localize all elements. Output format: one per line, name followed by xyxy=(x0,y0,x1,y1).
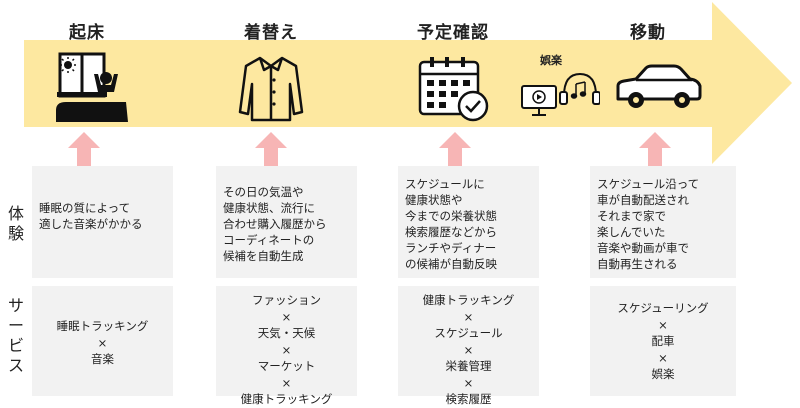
text-line: それまで家で xyxy=(597,209,666,223)
experience-text-wake: 睡眠の質によって 適した音楽がかかる xyxy=(32,166,173,232)
service-text-wake: 睡眠トラッキング × 音楽 xyxy=(32,286,173,368)
text-line: 自動再生される xyxy=(597,257,678,271)
side-label-service: サービス xyxy=(6,296,26,376)
experience-card-move: スケジュール沿って 車が自動配送され それまで家で 楽しんでいた 音楽や動画が車… xyxy=(590,166,736,278)
text-line: 栄養管理 xyxy=(445,359,492,373)
text-line: コーディネートの xyxy=(223,233,315,247)
text-line: スケジュール沿って xyxy=(597,177,700,191)
side-label-service-text: サービス xyxy=(7,296,24,375)
text-line: スケジュールに xyxy=(405,177,485,191)
text-line: × xyxy=(658,317,668,332)
text-line: 天気・天候 xyxy=(257,326,316,340)
stage-title-dress: 着替え xyxy=(244,23,298,43)
text-line: 健康状態や xyxy=(405,193,463,207)
side-label-experience-text: 体験 xyxy=(7,204,24,243)
service-text-dress: ファッション × 天気・天候 × マーケット × 健康トラッキング xyxy=(216,286,357,408)
text-line: 今までの栄養状態 xyxy=(405,209,497,223)
headphones-music-icon xyxy=(559,72,600,105)
up-arrow-move xyxy=(639,132,671,166)
text-line: 適した音楽がかかる xyxy=(39,217,143,231)
text-line: 検索履歴などから xyxy=(405,225,497,239)
text-line: スケジューリング xyxy=(617,301,709,315)
car-icon xyxy=(616,64,702,108)
text-line: × xyxy=(97,335,108,350)
calendar-check-icon xyxy=(418,57,489,122)
text-line: スケジュール xyxy=(434,326,503,340)
text-line: 娯楽 xyxy=(651,367,675,381)
text-line: 健康トラッキング xyxy=(422,293,515,307)
text-line: 健康トラッキング xyxy=(240,392,333,406)
text-line: 睡眠トラッキング xyxy=(56,319,149,333)
stage-title-schedule: 予定確認 xyxy=(417,23,489,43)
text-line: 音楽 xyxy=(91,352,114,366)
experience-card-schedule: スケジュールに 健康状態や 今までの栄養状態 検索履歴などから ランチやディナー… xyxy=(398,166,539,278)
text-line: × xyxy=(463,309,474,324)
text-line: マーケット xyxy=(257,359,316,373)
text-line: の候補が自動反映 xyxy=(405,257,497,271)
up-arrow-wake xyxy=(68,132,100,166)
text-line: 楽しんでいた xyxy=(597,225,666,239)
entertainment-label: 娯楽 xyxy=(540,54,562,67)
text-line: 候補を自動生成 xyxy=(223,249,304,263)
text-line: 合わせ購入履歴から xyxy=(223,217,327,231)
up-arrow-schedule xyxy=(439,132,471,166)
text-line: 健康状態、流行に xyxy=(223,201,315,215)
video-monitor-icon xyxy=(521,85,557,116)
shirt-icon xyxy=(238,56,304,122)
side-label-experience: 体験 xyxy=(6,204,26,244)
stage-title-wake: 起床 xyxy=(69,23,105,43)
up-arrow-dress xyxy=(255,132,287,166)
service-card-move: スケジューリング × 配車 × 娯楽 xyxy=(590,286,736,396)
experience-text-move: スケジュール沿って 車が自動配送され それまで家で 楽しんでいた 音楽や動画が車… xyxy=(590,166,736,272)
text-line: 音楽や動画が車で xyxy=(597,241,689,255)
service-card-schedule: 健康トラッキング × スケジュール × 栄養管理 × 検索履歴 xyxy=(398,286,539,406)
text-line: その日の気温や xyxy=(223,185,304,199)
text-line: ファッション xyxy=(252,293,321,307)
text-line: 配車 xyxy=(651,334,675,348)
text-line: 車が自動配送され xyxy=(597,193,689,207)
experience-card-dress: その日の気温や 健康状態、流行に 合わせ購入履歴から コーディネートの 候補を自… xyxy=(216,166,357,278)
text-line: × xyxy=(463,342,474,357)
service-text-schedule: 健康トラッキング × スケジュール × 栄養管理 × 検索履歴 xyxy=(398,286,539,408)
text-line: ランチやディナー xyxy=(405,241,497,255)
text-line: × xyxy=(281,342,292,357)
text-line: 検索履歴 xyxy=(445,392,492,406)
experience-text-dress: その日の気温や 健康状態、流行に 合わせ購入履歴から コーディネートの 候補を自… xyxy=(216,166,357,264)
service-card-dress: ファッション × 天気・天候 × マーケット × 健康トラッキング xyxy=(216,286,357,406)
waking-person-icon xyxy=(56,52,128,122)
text-line: × xyxy=(281,375,292,390)
service-card-wake: 睡眠トラッキング × 音楽 xyxy=(32,286,173,396)
experience-card-wake: 睡眠の質によって 適した音楽がかかる xyxy=(32,166,173,278)
text-line: × xyxy=(658,350,668,365)
text-line: × xyxy=(281,309,292,324)
experience-text-schedule: スケジュールに 健康状態や 今までの栄養状態 検索履歴などから ランチやディナー… xyxy=(398,166,539,272)
stage-title-move: 移動 xyxy=(630,23,666,43)
text-line: 睡眠の質によって xyxy=(39,201,131,215)
text-line: × xyxy=(463,375,474,390)
service-text-move: スケジューリング × 配車 × 娯楽 xyxy=(590,286,736,383)
